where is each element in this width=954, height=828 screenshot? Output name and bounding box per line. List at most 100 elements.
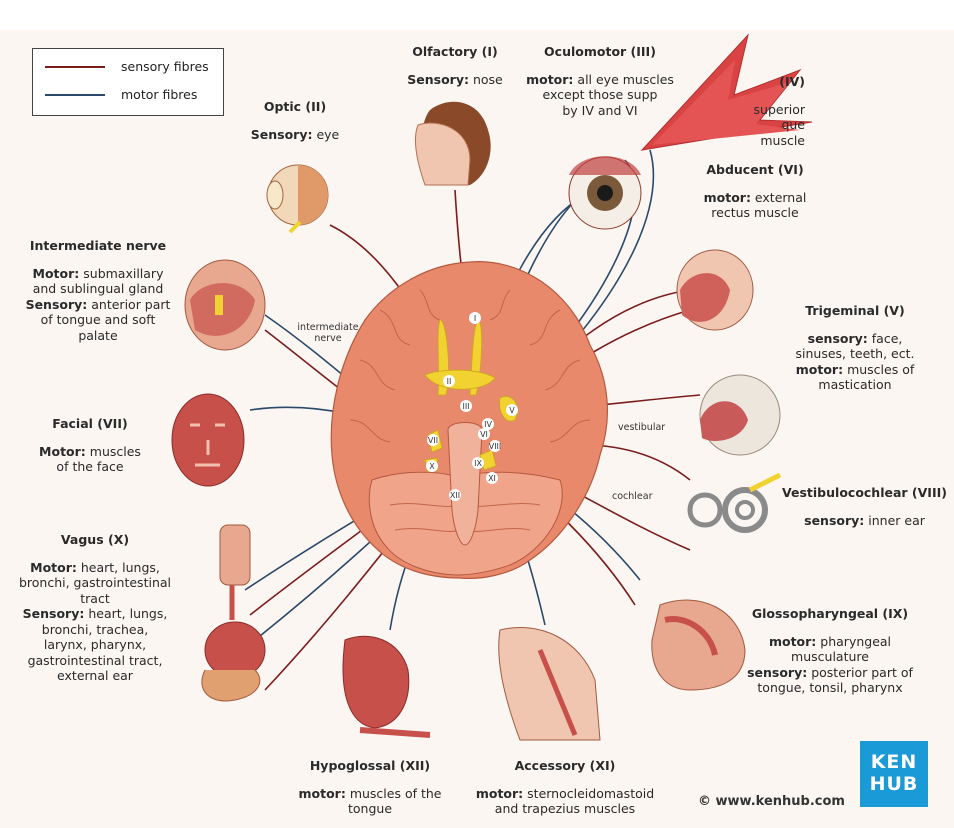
kenhub-logo[interactable]: KEN HUB [860, 741, 928, 807]
accessory-line: and trapezius muscles [470, 801, 660, 817]
legend-label-sensory: sensory fibres [121, 59, 209, 74]
vagus-line-value: bronchi, gastrointestinal [18, 575, 172, 590]
vagus-line: larynx, pharynx, [10, 637, 180, 653]
vagus-line: Motor: heart, lungs, [10, 560, 180, 576]
vestibulocochlear-title: Vestibulocochlear (VIII) [782, 485, 947, 500]
face-illustration-intermediate [184, 259, 266, 351]
hypoglossal-line: tongue [295, 801, 445, 817]
hypoglossal-line-key: motor: [298, 785, 346, 801]
accessory-line-key: motor: [475, 785, 524, 801]
optic-title: Optic (II) [263, 99, 327, 114]
legend-swatch-motor [45, 94, 105, 96]
brain-illustration: I II III IV V VI VII VIII IX X XI XII [330, 261, 608, 580]
head-illustration-glossopharyngeal [651, 599, 746, 691]
legend: sensory fibres motor fibres [32, 48, 224, 116]
trochlear-line-value: que muscle [760, 117, 805, 148]
facial-title: Facial (VII) [52, 416, 128, 431]
label-optic: Optic (II) Sensory: eye [235, 99, 355, 142]
organs-illustration-vagus [201, 524, 266, 702]
face-illustration-facial [171, 393, 245, 487]
copyright: © www.kenhub.com [698, 794, 845, 809]
intermediate-line: Sensory: anterior part [18, 297, 178, 313]
trigeminal-line-value: mastication [818, 377, 892, 392]
trigeminal-line-key: motor: [795, 361, 844, 377]
vagus-line: gastrointestinal tract, [10, 653, 180, 669]
glossopharyngeal-line-value: posterior part of [807, 664, 913, 680]
tongue-illustration-hypoglossal [342, 635, 431, 738]
roman-numeral-IX: IX [474, 459, 482, 468]
intermediate-line-value: submaxillary [79, 265, 164, 281]
roman-numeral-XI: XI [488, 474, 496, 483]
vagus-line-key: Motor: [30, 559, 77, 575]
glossopharyngeal-line: tongue, tonsil, pharynx [740, 680, 920, 696]
vestibulocochlear-line-value: inner ear [864, 512, 925, 528]
eye-illustration-oculomotor [568, 156, 642, 230]
oculomotor-line-value: by IV and VI [562, 102, 638, 118]
glossopharyngeal-line-key: motor: [768, 633, 817, 649]
intermediate-line: Motor: submaxillary [18, 266, 178, 282]
olfactory-title: Olfactory (I) [412, 44, 498, 59]
glossopharyngeal-line: musculature [740, 649, 920, 665]
facial-line: of the face [30, 459, 150, 475]
glossopharyngeal-line-key: sensory: [747, 664, 808, 680]
intermediate-line: of tongue and soft [18, 312, 178, 328]
oculomotor-line: by IV and VI [520, 103, 680, 119]
glossopharyngeal-title: Glossopharyngeal (IX) [751, 606, 909, 621]
facial-line-value: muscles [85, 443, 141, 459]
optic-line: Sensory: eye [235, 127, 355, 143]
accessory-title: Accessory (XI) [514, 758, 616, 773]
intermediate-line-value: palate [78, 327, 118, 343]
vagus-line: external ear [10, 668, 180, 684]
glossopharyngeal-line-value: musculature [791, 649, 869, 664]
roman-numeral-X: X [429, 462, 435, 471]
head-illustration-trigeminal [676, 249, 754, 331]
oculomotor-line: except those supp [520, 87, 680, 103]
facial-line-key: Motor: [39, 443, 86, 459]
vagus-line: bronchi, gastrointestinal [10, 575, 180, 591]
vagus-line-value: external ear [57, 668, 133, 683]
legend-label-motor: motor fibres [121, 87, 198, 102]
glossopharyngeal-line: sensory: posterior part of [740, 665, 920, 681]
accessory-line-value: and trapezius muscles [494, 801, 636, 816]
roman-numeral-IV: IV [484, 420, 492, 429]
abducent-line-value: rectus muscle [711, 205, 799, 220]
vagus-line-value: bronchi, trachea, [41, 621, 149, 637]
intermediate-title: Intermediate nerve [29, 238, 167, 253]
intermediate-line: palate [18, 328, 178, 344]
trigeminal-line-key: sensory: [807, 330, 868, 346]
roman-numeral-I: I [474, 314, 476, 323]
abducent-line: motor: external [690, 190, 820, 206]
oculomotor-line-value: all eye muscles [573, 71, 674, 87]
intermediate-line-key: Motor: [32, 265, 80, 281]
accessory-line: motor: sternocleidomastoid [470, 786, 660, 802]
trochlear-title: (IV) [779, 74, 805, 89]
intermediate-line-value: anterior part [87, 296, 171, 312]
oculomotor-line-key: motor: [526, 71, 574, 87]
label-vestibulocochlear: Vestibulocochlear (VIII)sensory: inner e… [782, 485, 947, 528]
trochlear-line: que muscle [735, 117, 805, 148]
neck-illustration-accessory [498, 626, 601, 741]
vagus-line: tract [10, 591, 180, 607]
roman-numeral-V: V [509, 406, 515, 415]
hypoglossal-line-value: tongue [347, 801, 393, 816]
abducent-title: Abducent (VI) [706, 162, 804, 177]
roman-numeral-XII: XII [450, 491, 460, 500]
vagus-line: bronchi, trachea, [10, 622, 180, 638]
intermediate-line: and sublingual gland [18, 281, 178, 297]
trigeminal-title: Trigeminal (V) [805, 303, 905, 318]
roman-numeral-VII: VII [428, 436, 438, 445]
abducent-line-value: external [750, 189, 807, 205]
hypoglossal-line: motor: muscles of the [295, 786, 445, 802]
intermediate-line-value: and sublingual gland [32, 281, 164, 296]
oculomotor-line-value: except those supp [542, 87, 658, 102]
label-intermediate-nerve-small: intermediate nerve [297, 322, 359, 344]
logo-line-1: KEN [870, 751, 918, 773]
